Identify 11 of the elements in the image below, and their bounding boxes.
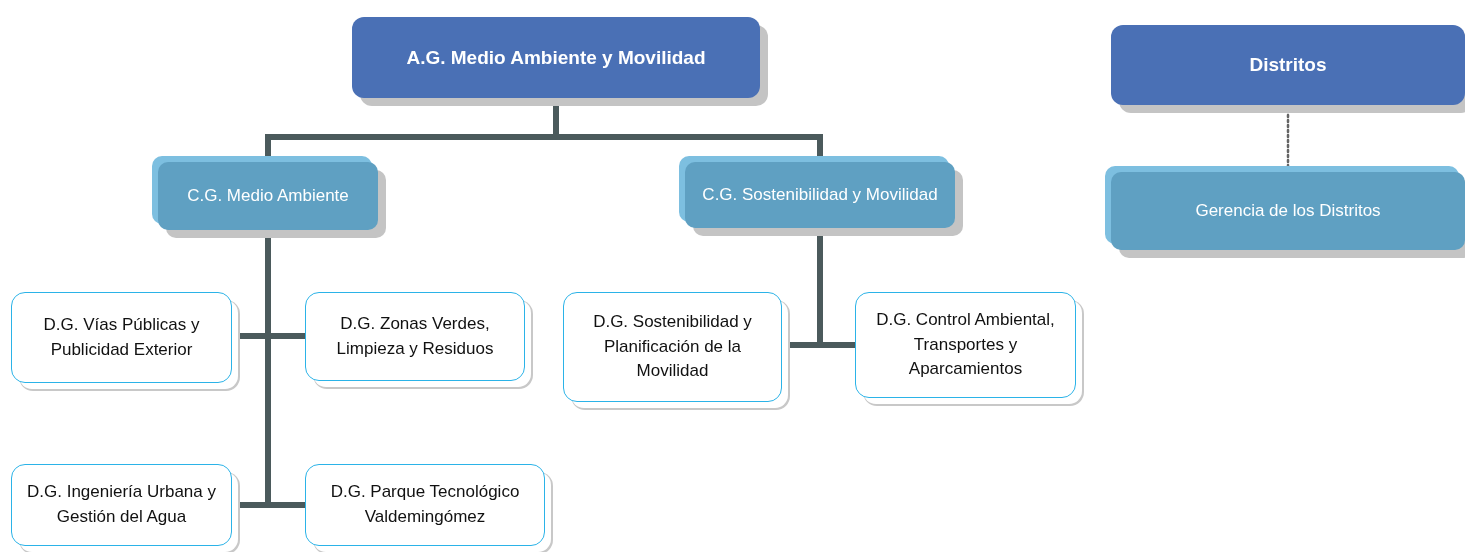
- node-label: Distritos: [1249, 53, 1327, 78]
- node-label: C.G. Sostenibilidad y Movilidad: [702, 183, 938, 206]
- node-label: D.G. Zonas Verdes, Limpieza y Residuos: [335, 312, 495, 360]
- node-label: D.G. Parque Tecnológico Valdemingómez: [329, 481, 521, 528]
- node-label: Gerencia de los Distritos: [1195, 199, 1381, 222]
- node-label: C.G. Medio Ambiente: [187, 184, 349, 207]
- node-label: D.G. Ingeniería Urbana y Gestión del Agua: [26, 481, 217, 528]
- node-label: D.G. Vías Públicas y Publicidad Exterior: [42, 313, 201, 361]
- node-label: D.G. Control Ambiental, Transportes y Aparcamientos: [875, 309, 1056, 381]
- node-label: D.G. Sostenibilidad y Planificación de la Movilidad: [592, 311, 753, 383]
- node-label: A.G. Medio Ambiente y Movilidad: [406, 45, 706, 70]
